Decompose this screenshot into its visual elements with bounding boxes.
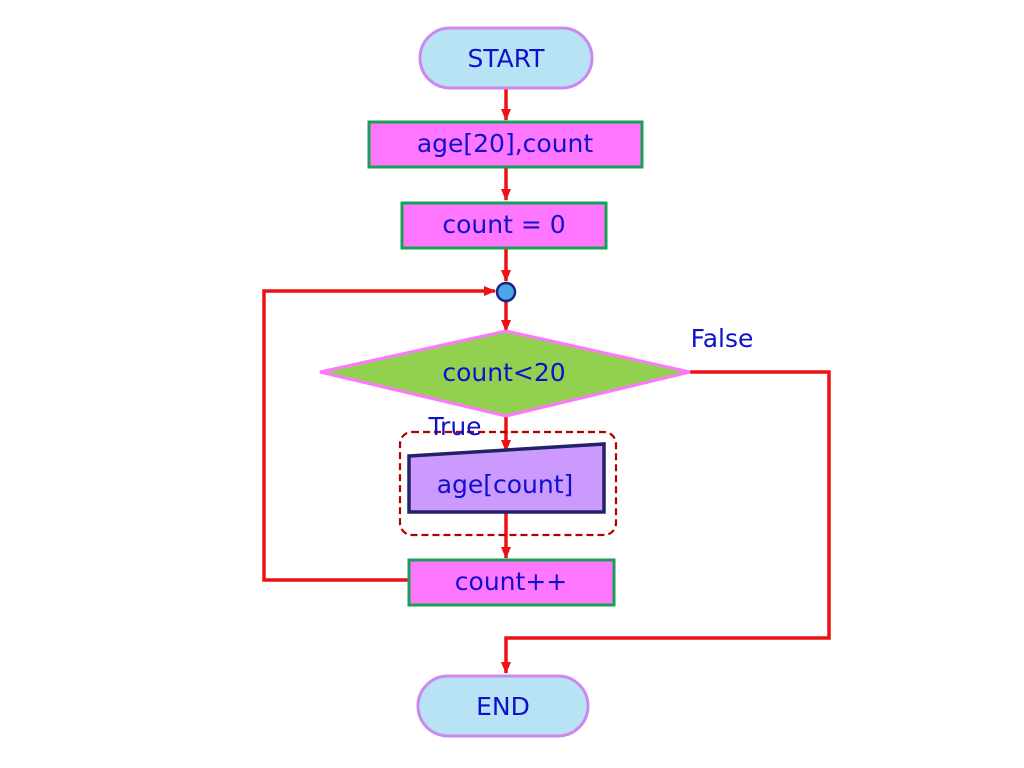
increment-node: count++: [407, 558, 616, 607]
input-node: age[count]: [407, 442, 606, 514]
end-node: END: [416, 674, 590, 738]
false-edge-label: False: [691, 324, 754, 353]
true-edge-label: True: [427, 412, 481, 441]
condition-decision-shape: [319, 329, 691, 418]
condition-node: count<20: [319, 329, 691, 418]
end-label: END: [476, 692, 530, 721]
increment-label: count++: [455, 567, 567, 596]
flow-connectors: [262, 88, 831, 674]
declare-node: age[20],count: [367, 120, 644, 169]
start-label: START: [467, 44, 545, 73]
loop-junction-connector: [495, 281, 517, 303]
input-label: age[count]: [437, 470, 574, 499]
declare-label: age[20],count: [417, 129, 594, 158]
declare-process-shape: [367, 120, 644, 169]
start-terminator-shape: [418, 26, 594, 90]
loop-back-path: [262, 286, 496, 582]
init-node: count = 0: [400, 201, 608, 250]
condition-label: count<20: [442, 358, 565, 387]
false-path-to-end: [501, 370, 831, 674]
increment-process-shape: [407, 558, 616, 607]
input-manual-shape: [407, 442, 606, 514]
init-label: count = 0: [442, 210, 565, 239]
end-terminator-shape: [416, 674, 590, 738]
init-process-shape: [400, 201, 608, 250]
start-node: START: [418, 26, 594, 90]
